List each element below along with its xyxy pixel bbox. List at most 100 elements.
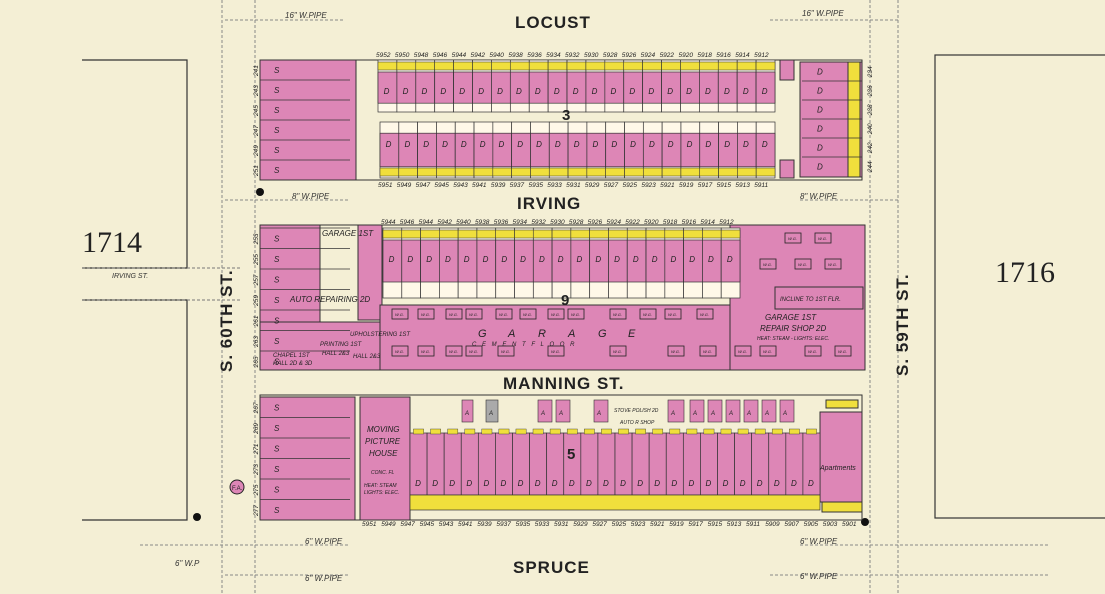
dwelling-label: D bbox=[389, 255, 395, 264]
house-number: 269 bbox=[253, 423, 260, 435]
dwelling-label: D bbox=[497, 87, 503, 96]
house-number: 5918 bbox=[663, 219, 678, 226]
auto-garage bbox=[725, 399, 741, 423]
bay bbox=[789, 428, 800, 435]
wg-label: W.G. bbox=[763, 349, 772, 354]
wg-label: W.G. bbox=[469, 349, 478, 354]
porch bbox=[530, 167, 550, 177]
dwelling-label: D bbox=[539, 255, 545, 264]
house-number: 5927 bbox=[604, 182, 619, 189]
house-number: 238 bbox=[867, 104, 874, 116]
house-number: 267 bbox=[253, 402, 260, 414]
house-number: 5936 bbox=[527, 52, 542, 59]
house-number: 5903 bbox=[823, 521, 838, 528]
auto-label: A bbox=[596, 411, 601, 417]
bay bbox=[430, 428, 441, 435]
house-number: 5935 bbox=[516, 521, 531, 528]
dwelling-label: D bbox=[445, 255, 451, 264]
bay bbox=[498, 428, 510, 435]
house-number: 5926 bbox=[622, 52, 637, 59]
house-number: 5922 bbox=[660, 52, 675, 59]
auto-shop-label: AUTO R SHOP bbox=[619, 420, 655, 426]
house-number: 5926 bbox=[588, 219, 603, 226]
wg-label: W.G. bbox=[499, 312, 508, 317]
hydrant-icon bbox=[193, 513, 201, 521]
bay bbox=[601, 428, 612, 435]
store-label: S bbox=[274, 444, 280, 453]
dwelling-label: D bbox=[654, 479, 660, 488]
store-label: S bbox=[274, 66, 280, 75]
garage-big-letter: E bbox=[628, 328, 636, 340]
wg-box bbox=[445, 308, 463, 320]
dwelling bbox=[720, 239, 741, 283]
house-number: 5915 bbox=[717, 182, 732, 189]
dwelling-label: D bbox=[426, 255, 432, 264]
porch bbox=[476, 229, 496, 239]
porch bbox=[718, 167, 738, 177]
porch bbox=[495, 229, 515, 239]
store-label: S bbox=[274, 166, 280, 175]
porch bbox=[718, 61, 738, 71]
porch bbox=[396, 61, 417, 71]
bay bbox=[532, 428, 544, 435]
house-number: 5947 bbox=[400, 521, 415, 528]
incline-label: INCLINE TO 1ST FLR. bbox=[780, 297, 841, 303]
apartments-label: Apartments bbox=[819, 465, 856, 472]
house-number: 5942 bbox=[437, 219, 452, 226]
dwelling-label: D bbox=[611, 87, 617, 96]
wg-box bbox=[547, 345, 565, 357]
store-label: D bbox=[817, 162, 823, 171]
pipe-label: 6" W.P bbox=[175, 559, 200, 568]
dwelling-label: D bbox=[386, 140, 392, 149]
auto-garage bbox=[779, 399, 795, 423]
dwelling-label: D bbox=[535, 87, 541, 96]
auto-garage bbox=[707, 399, 723, 423]
moving-picture-label: HOUSE bbox=[369, 449, 398, 458]
hydrant-icon bbox=[256, 188, 264, 196]
dwelling bbox=[436, 132, 456, 168]
house-number: 5928 bbox=[603, 52, 618, 59]
lights-label: LIGHTS: ELEC. bbox=[364, 490, 399, 496]
garage-big-letter: G bbox=[598, 328, 607, 340]
porch bbox=[415, 61, 435, 71]
store-label: S bbox=[274, 86, 280, 95]
wg-box bbox=[519, 308, 537, 320]
dwelling-label: D bbox=[688, 479, 694, 488]
dwelling-label: D bbox=[478, 87, 484, 96]
wg-box bbox=[734, 345, 752, 357]
house-number: 5952 bbox=[376, 52, 391, 59]
wg-label: W.G. bbox=[613, 349, 622, 354]
auto-garage bbox=[689, 399, 705, 423]
house-number: 5924 bbox=[606, 219, 621, 226]
block-labels: 3 9 5 GARAGE 1ST AUTO REPAIRING 2D PRINT… bbox=[273, 107, 856, 496]
house-number: 5911 bbox=[746, 521, 760, 528]
dwelling-label: D bbox=[791, 479, 797, 488]
house-number: 5923 bbox=[631, 521, 646, 528]
porch bbox=[420, 229, 440, 239]
house-number: 5943 bbox=[453, 182, 468, 189]
wg-box bbox=[391, 345, 409, 357]
porch bbox=[453, 61, 473, 71]
store-label: S bbox=[274, 424, 280, 433]
dwelling bbox=[605, 132, 625, 168]
dwelling-label: D bbox=[404, 140, 410, 149]
dwelling-label: D bbox=[762, 87, 768, 96]
wg-box bbox=[567, 308, 585, 320]
porch bbox=[401, 229, 421, 239]
dwelling bbox=[624, 132, 644, 168]
dwelling-label: D bbox=[552, 479, 558, 488]
wg-label: W.G. bbox=[551, 349, 560, 354]
house-number: 5930 bbox=[550, 219, 565, 226]
house-number: 5937 bbox=[510, 182, 525, 189]
porch bbox=[511, 167, 531, 177]
pipe-label: 8" W.PIPE bbox=[292, 192, 330, 201]
porch bbox=[409, 494, 821, 511]
porch bbox=[683, 229, 703, 239]
porch bbox=[492, 167, 512, 177]
house-number: 261 bbox=[253, 315, 260, 327]
house-number: 5921 bbox=[650, 521, 665, 528]
dwelling-label: D bbox=[649, 140, 655, 149]
house-number: 257 bbox=[253, 274, 260, 286]
wg-box bbox=[547, 308, 565, 320]
bay bbox=[618, 428, 629, 435]
